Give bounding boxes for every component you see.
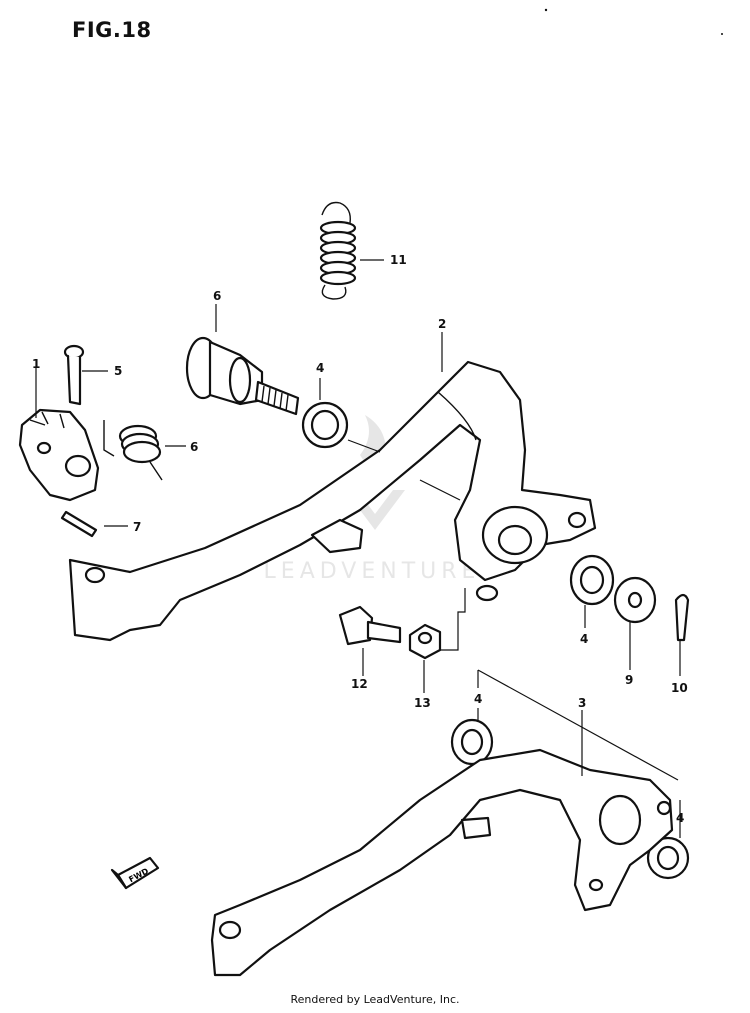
callout-label: 9 (625, 673, 633, 687)
return-spring-part-6[interactable] (103, 420, 163, 481)
brake-pedal-part-2[interactable] (68, 360, 597, 642)
callout-label: 4 (474, 692, 482, 706)
nut-part-13[interactable] (408, 623, 442, 660)
brake-pedal-part-3[interactable] (210, 748, 674, 977)
washer-part-9[interactable] (613, 576, 657, 624)
stray-mark (544, 8, 548, 12)
callout-label: 7 (133, 520, 141, 534)
seal-part-4-bottom[interactable] (646, 836, 690, 880)
watermark-text: LEADVENTURE (264, 559, 481, 584)
forward-direction-marker: FWD (110, 856, 160, 890)
stray-mark (721, 33, 723, 35)
rendered-by-footer: Rendered by LeadVenture, Inc. (290, 993, 460, 1006)
callout-label: 5 (114, 364, 122, 378)
callout-label: 4 (316, 361, 324, 375)
callout-label: 4 (580, 632, 588, 646)
pin-part-5[interactable] (63, 344, 85, 406)
spring-part-11[interactable] (319, 201, 357, 300)
leader-lines (35, 259, 681, 838)
callout-label: 1 (32, 357, 40, 371)
callout-label: 11 (390, 253, 407, 267)
callout-label: 3 (578, 696, 586, 710)
callout-labels: 6 11 4 2 1 5 6 7 4 9 10 12 13 4 3 4 (32, 253, 688, 825)
bracket-part-1[interactable] (18, 408, 100, 502)
callout-label: 12 (351, 677, 368, 691)
seal-part-4-middle[interactable] (569, 554, 615, 606)
cotter-part-7[interactable] (60, 510, 98, 538)
figure-title: FIG.18 (72, 18, 152, 42)
callout-label: 10 (671, 681, 688, 695)
cotter-pin-part-10[interactable] (674, 593, 690, 642)
seal-part-4-upper[interactable] (301, 401, 349, 449)
callout-label: 13 (414, 696, 431, 710)
callout-label: 4 (676, 811, 684, 825)
seal-part-4-lower[interactable] (450, 718, 494, 766)
callout-label: 6 (213, 289, 221, 303)
callout-label: 2 (438, 317, 446, 331)
callout-label: 6 (190, 440, 198, 454)
bolt-part-12[interactable] (338, 605, 402, 646)
pivot-shaft-part-6[interactable] (185, 336, 300, 416)
